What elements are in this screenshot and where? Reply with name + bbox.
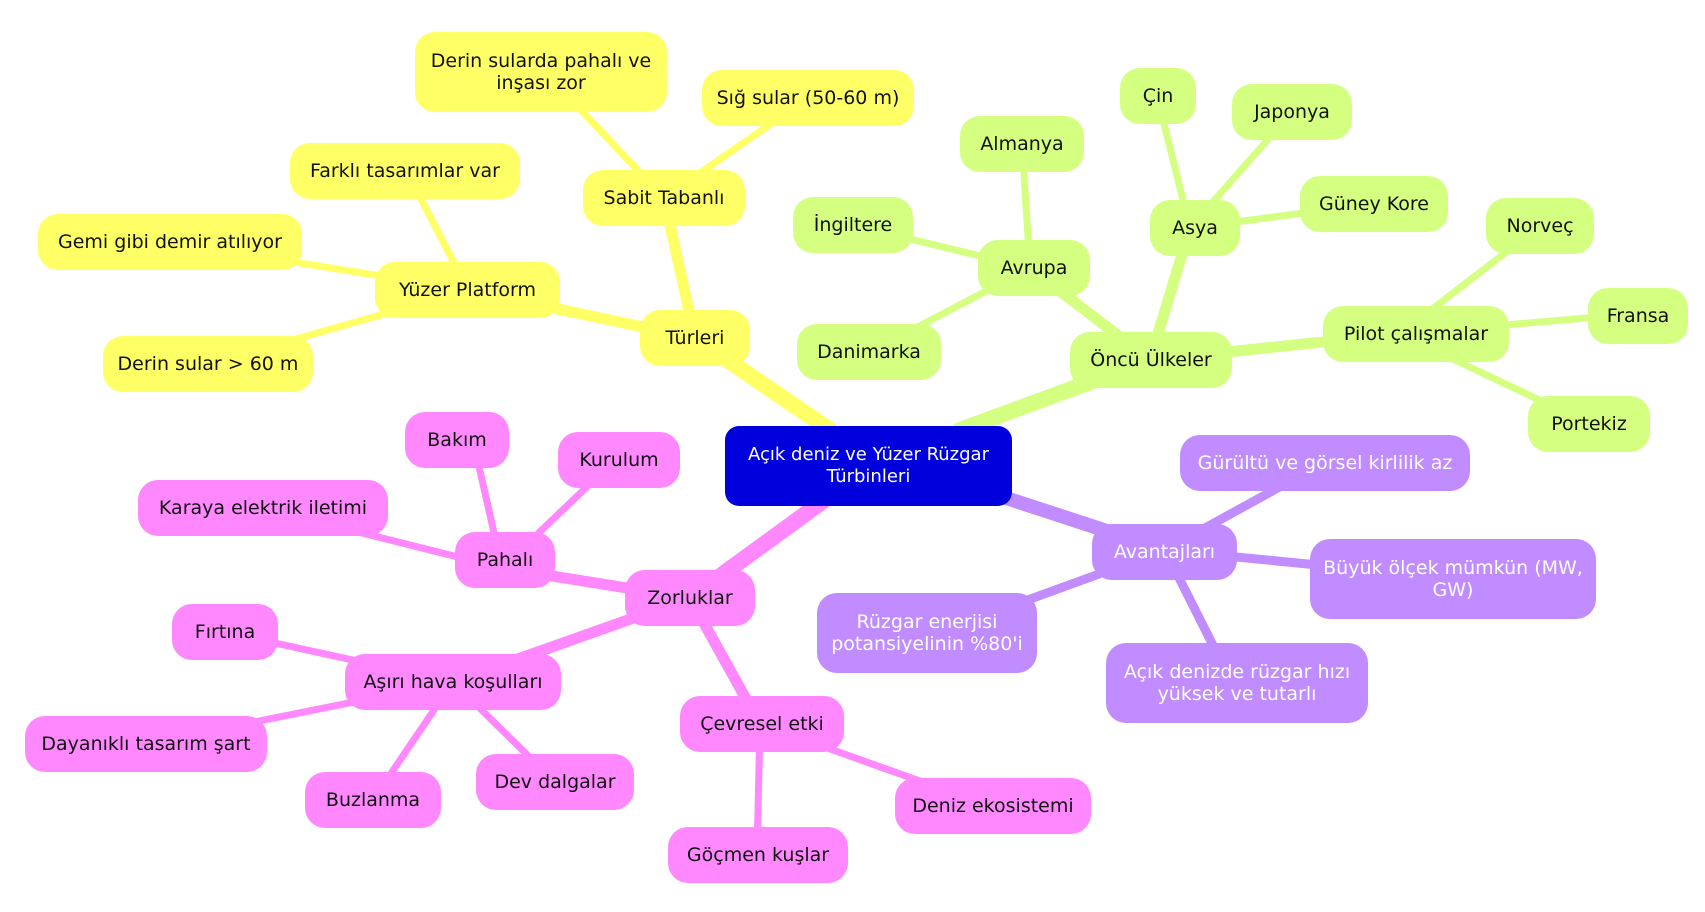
root-node: Açık deniz ve Yüzer Rüzgar Türbinleri	[725, 426, 1012, 506]
node-kurulum: Kurulum	[558, 432, 680, 488]
node-zorluklar: Zorluklar	[625, 570, 755, 626]
node-cin: Çin	[1120, 68, 1196, 124]
node-asiri-hava: Aşırı hava koşulları	[345, 654, 561, 710]
node-ruzgar-potansiyel: Rüzgar enerjisi potansiyelinin %80'i	[817, 593, 1037, 673]
buyuk-line-1: Büyük ölçek mümkün (MW,	[1323, 557, 1583, 579]
node-danimarka: Danimarka	[797, 324, 941, 380]
node-dev-dalgalar: Dev dalgalar	[476, 754, 634, 810]
root-line-1: Açık deniz ve Yüzer Rüzgar	[748, 444, 989, 465]
node-gemi-demir: Gemi gibi demir atılıyor	[38, 214, 302, 270]
node-oncu-ulkeler: Öncü Ülkeler	[1070, 332, 1232, 388]
node-ingiltere: İngiltere	[793, 197, 913, 253]
node-almanya: Almanya	[960, 116, 1084, 172]
node-buyuk-olcek: Büyük ölçek mümkün (MW, GW)	[1310, 539, 1596, 619]
node-norvec: Norveç	[1486, 198, 1594, 254]
node-firtina: Fırtına	[172, 604, 278, 660]
node-asya: Asya	[1150, 200, 1240, 256]
buyuk-line-2: GW)	[1432, 579, 1474, 601]
node-avrupa: Avrupa	[978, 240, 1090, 296]
node-bakim: Bakım	[405, 412, 509, 468]
node-buzlanma: Buzlanma	[305, 772, 441, 828]
node-pahali: Pahalı	[455, 532, 555, 588]
node-avantajlari: Avantajları	[1092, 524, 1237, 580]
derin-pahali-line-2: inşası zor	[496, 72, 586, 94]
node-cevresel-etki: Çevresel etki	[680, 696, 844, 752]
derin-pahali-line-1: Derin sularda pahalı ve	[430, 50, 652, 72]
node-deniz-ekosistemi: Deniz ekosistemi	[895, 778, 1091, 834]
node-fransa: Fransa	[1588, 288, 1688, 344]
ruzgar-line-1: Rüzgar enerjisi	[856, 611, 998, 633]
node-turleri: Türleri	[640, 310, 750, 366]
acik-line-2: yüksek ve tutarlı	[1157, 683, 1317, 705]
node-yuzer-platform: Yüzer Platform	[375, 262, 560, 318]
node-farkli-tasarimlar: Farklı tasarımlar var	[290, 143, 520, 199]
ruzgar-line-2: potansiyelinin %80'i	[831, 633, 1023, 655]
node-dayanikli: Dayanıklı tasarım şart	[25, 716, 267, 772]
node-sabit-tabanli: Sabit Tabanlı	[583, 170, 745, 226]
node-derin-sular: Derin sular > 60 m	[103, 336, 313, 392]
acik-line-1: Açık denizde rüzgar hızı	[1123, 661, 1351, 683]
node-portekiz: Portekiz	[1528, 396, 1650, 452]
node-guney-kore: Güney Kore	[1300, 176, 1448, 232]
node-japonya: Japonya	[1232, 84, 1352, 140]
node-gocmen-kuslar: Göçmen kuşlar	[668, 827, 848, 883]
node-derin-pahali: Derin sularda pahalı ve inşası zor	[415, 32, 667, 112]
node-acik-deniz: Açık denizde rüzgar hızı yüksek ve tutar…	[1106, 643, 1368, 723]
node-sig-sular: Sığ sular (50-60 m)	[702, 70, 914, 126]
node-gurultu: Gürültü ve görsel kirlilik az	[1180, 435, 1470, 491]
node-pilot-calismalar: Pilot çalışmalar	[1323, 306, 1509, 362]
root-line-2: Türbinleri	[826, 466, 911, 487]
node-karaya: Karaya elektrik iletimi	[138, 480, 388, 536]
